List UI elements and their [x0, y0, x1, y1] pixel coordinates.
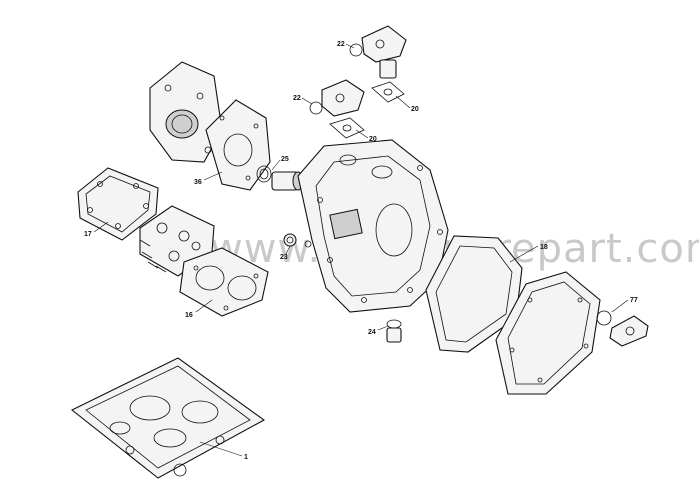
callout-labels: 1 16 17 18 20 20 22 22 23 24 25 36 77 — [84, 41, 638, 461]
callout-16: 16 — [185, 312, 193, 319]
part-77-oring-and-cap — [596, 310, 649, 347]
part-18-rear-gasket — [425, 235, 523, 353]
callout-22-upper: 22 — [337, 41, 345, 48]
part-23-plug — [283, 233, 312, 248]
callout-1: 1 — [244, 454, 248, 461]
part-24-fitting — [386, 319, 402, 343]
part-17-head-cover — [77, 167, 159, 241]
callout-22-lower: 22 — [293, 95, 301, 102]
rear-cover-plate — [495, 271, 601, 395]
callout-18: 18 — [540, 244, 548, 251]
callout-20-lower: 20 — [369, 136, 377, 143]
part-16-valve-gasket — [179, 247, 269, 317]
callout-17: 17 — [84, 231, 92, 238]
leader-lines — [93, 43, 629, 457]
upper-service-valve — [349, 25, 407, 103]
part-36-cover-gasket — [205, 99, 271, 191]
end-cover-housing — [149, 61, 223, 163]
part-1-gasket-set — [70, 357, 266, 479]
callout-24: 24 — [368, 329, 376, 336]
middle-service-valve — [309, 79, 365, 139]
callout-25: 25 — [281, 156, 289, 163]
callout-77: 77 — [630, 297, 638, 304]
crankcase-body — [297, 139, 449, 313]
callout-36: 36 — [194, 179, 202, 186]
callout-23: 23 — [280, 254, 288, 261]
callout-20-upper: 20 — [411, 106, 419, 113]
